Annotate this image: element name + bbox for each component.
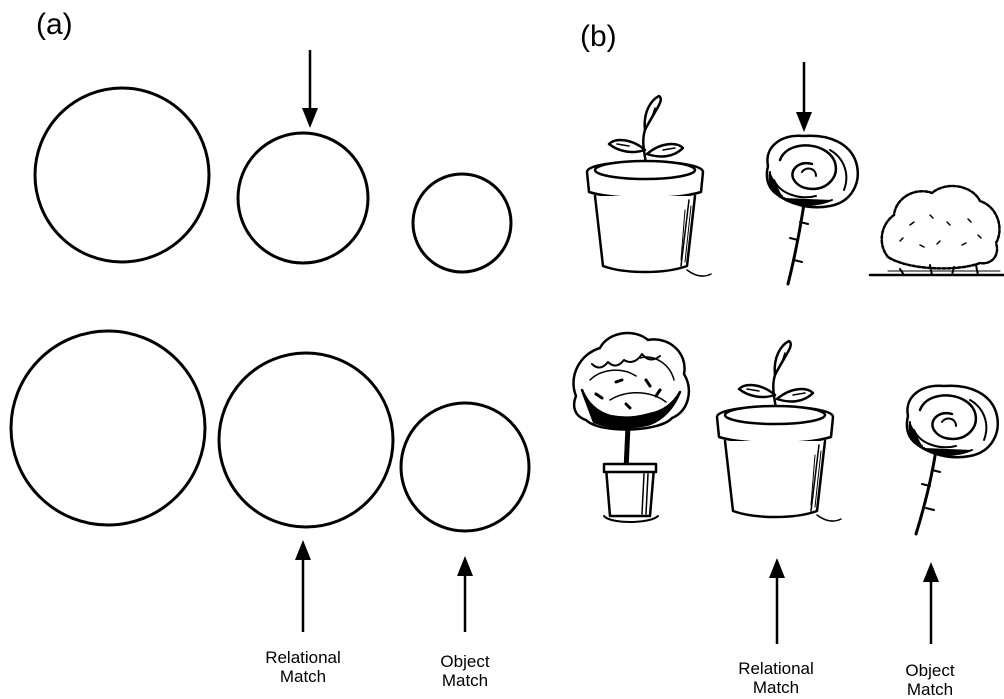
caption-line: Match (279, 667, 327, 686)
panel-a (9, 86, 531, 533)
object-up-arrow-b (923, 562, 939, 644)
caption-line: Match (441, 671, 489, 690)
panel-b (572, 94, 1004, 536)
relational-match-caption-b: Relational Match (716, 659, 836, 697)
top-down-arrow-b (796, 62, 812, 132)
rose-bottom (905, 384, 999, 536)
panel-a-arrows (295, 50, 473, 632)
caption-line: Match (752, 678, 800, 697)
seedling-pot-bottom (715, 339, 842, 522)
object-up-arrow-a (457, 556, 473, 632)
rose-top (765, 134, 859, 286)
top-down-arrow (302, 50, 318, 128)
object-match-caption-b: Object Match (880, 661, 980, 699)
panel-b-arrows (769, 62, 939, 644)
panel-b-label: (b) (580, 20, 617, 53)
seedling-pot-top (585, 94, 712, 277)
panel-a-label: (a) (36, 8, 73, 41)
bottom-small-circle (399, 401, 531, 533)
object-match-caption-a: Object Match (415, 652, 515, 690)
shrub-top (868, 184, 1004, 277)
top-small-circle (411, 172, 513, 274)
bottom-medium-circle (217, 351, 395, 529)
top-large-circle (33, 86, 211, 264)
bottom-large-circle (9, 329, 207, 527)
relational-up-arrow-a (295, 540, 311, 632)
caption-line: Relational (265, 648, 341, 667)
caption-line: Object (440, 652, 490, 671)
caption-line: Relational (738, 659, 814, 678)
caption-line: Object (905, 661, 955, 680)
top-medium-circle (236, 131, 370, 265)
caption-line: Match (906, 680, 954, 699)
relational-match-caption-a: Relational Match (243, 648, 363, 686)
relational-up-arrow-b (769, 558, 785, 644)
tree-pot-bottom (572, 331, 691, 523)
